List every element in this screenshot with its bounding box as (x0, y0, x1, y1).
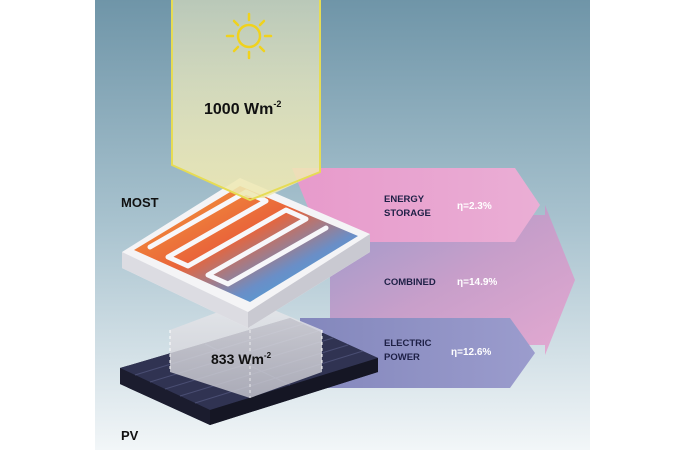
combined-efficiency: η=14.9% (457, 277, 497, 288)
sunlight-beam (171, 0, 321, 202)
electric-power-efficiency: η=12.6% (451, 347, 491, 358)
energy-storage-label-line2: STORAGE (384, 208, 431, 219)
most-device (122, 178, 370, 328)
energy-storage-label-line1: ENERGY (384, 194, 425, 205)
transmitted-light (169, 300, 323, 398)
most-device-left-edge (122, 252, 248, 328)
sun-icon (225, 12, 273, 60)
most-device-right-edge (248, 234, 370, 328)
energy-storage-efficiency: η=2.3% (457, 201, 492, 212)
pv-label: PV (121, 428, 139, 443)
energy-storage-arrow (292, 168, 540, 242)
output-arrows (292, 168, 575, 388)
electric-power-label-line1: ELECTRIC (384, 338, 432, 349)
most-label: MOST (121, 195, 159, 210)
combined-label: COMBINED (384, 277, 436, 288)
combined-arrow (330, 205, 575, 355)
incoming-irradiance-label: 1000 Wm-2 (204, 99, 281, 118)
transmitted-irradiance-label: 833 Wm-2 (211, 351, 272, 367)
electric-power-label-line2: POWER (384, 352, 420, 363)
